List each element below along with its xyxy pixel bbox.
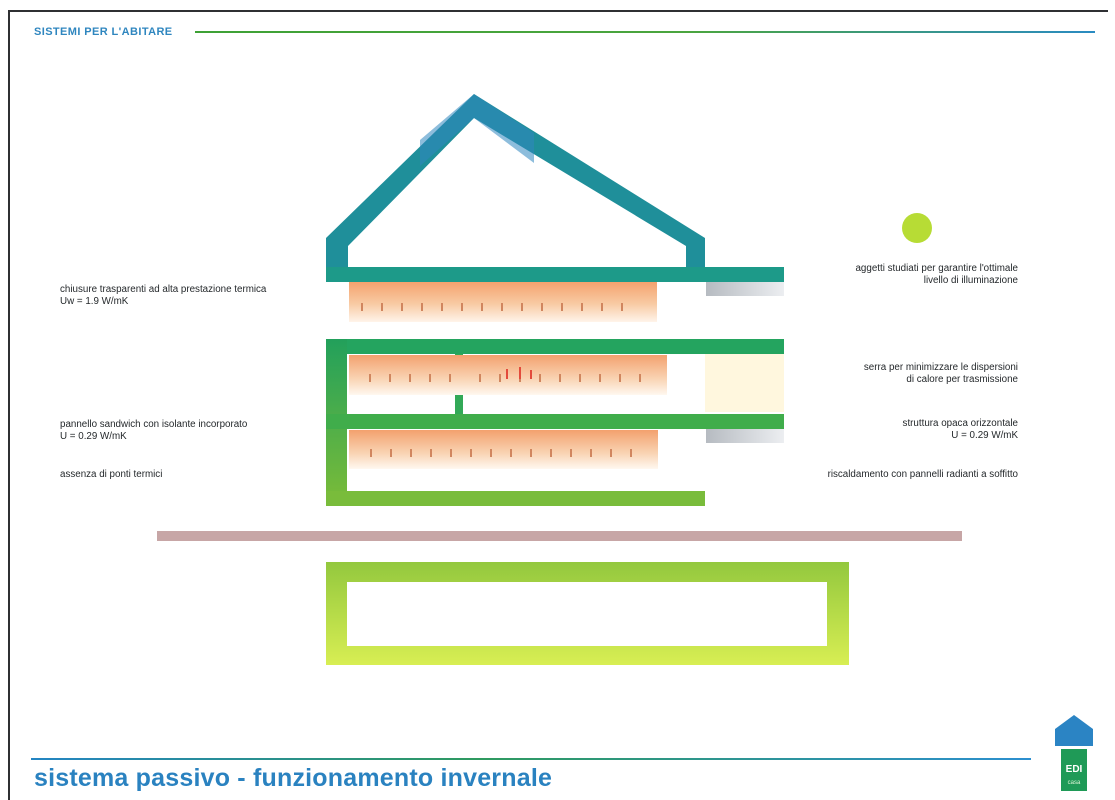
slide-frame-left bbox=[8, 10, 10, 800]
upper-overhang-shadow bbox=[706, 282, 784, 296]
lower-heat-zone bbox=[349, 430, 658, 469]
lower-radiant-ticks bbox=[370, 449, 632, 457]
footer-divider bbox=[31, 758, 1031, 760]
label-transparent-closures: chiusure trasparenti ad alta prestazione… bbox=[60, 284, 267, 307]
middle-slab bbox=[326, 339, 784, 354]
upper-heat-zone bbox=[349, 282, 657, 322]
header-title: SISTEMI PER L'ABITARE bbox=[34, 26, 173, 38]
lower-overhang-shadow bbox=[706, 429, 784, 443]
lower-slab bbox=[326, 414, 784, 429]
sun-icon bbox=[902, 213, 932, 243]
roof-outline bbox=[326, 94, 705, 268]
svg-text:casa: casa bbox=[1068, 780, 1081, 786]
heat-indicator bbox=[506, 367, 532, 379]
ground-divider bbox=[157, 531, 962, 541]
label-sandwich-panel: pannello sandwich con isolante incorpora… bbox=[60, 419, 248, 442]
upper-radiant-ticks bbox=[361, 303, 623, 311]
label-thermal-bridges: assenza di ponti termici bbox=[60, 469, 163, 480]
svg-text:EDI: EDI bbox=[1066, 764, 1083, 775]
page-title: sistema passivo - funzionamento invernal… bbox=[34, 764, 553, 792]
upper-slab bbox=[326, 267, 784, 282]
slide-frame-top bbox=[8, 10, 1108, 12]
header-divider bbox=[195, 31, 1095, 33]
company-logo-icon: EDI casa bbox=[1055, 715, 1093, 791]
bottom-slab bbox=[326, 491, 705, 506]
middle-greenhouse bbox=[705, 354, 784, 412]
basement-interior bbox=[347, 582, 827, 646]
roof-top-segment bbox=[420, 94, 534, 166]
label-overhangs: aggetti studiati per garantire l'ottimal… bbox=[855, 263, 1018, 286]
label-radiant-heating: riscaldamento con pannelli radianti a so… bbox=[827, 469, 1018, 480]
label-greenhouse: serra per minimizzare le dispersioni di … bbox=[863, 362, 1018, 385]
label-horizontal-structure: struttura opaca orizzontale U = 0.29 W/m… bbox=[902, 418, 1018, 441]
